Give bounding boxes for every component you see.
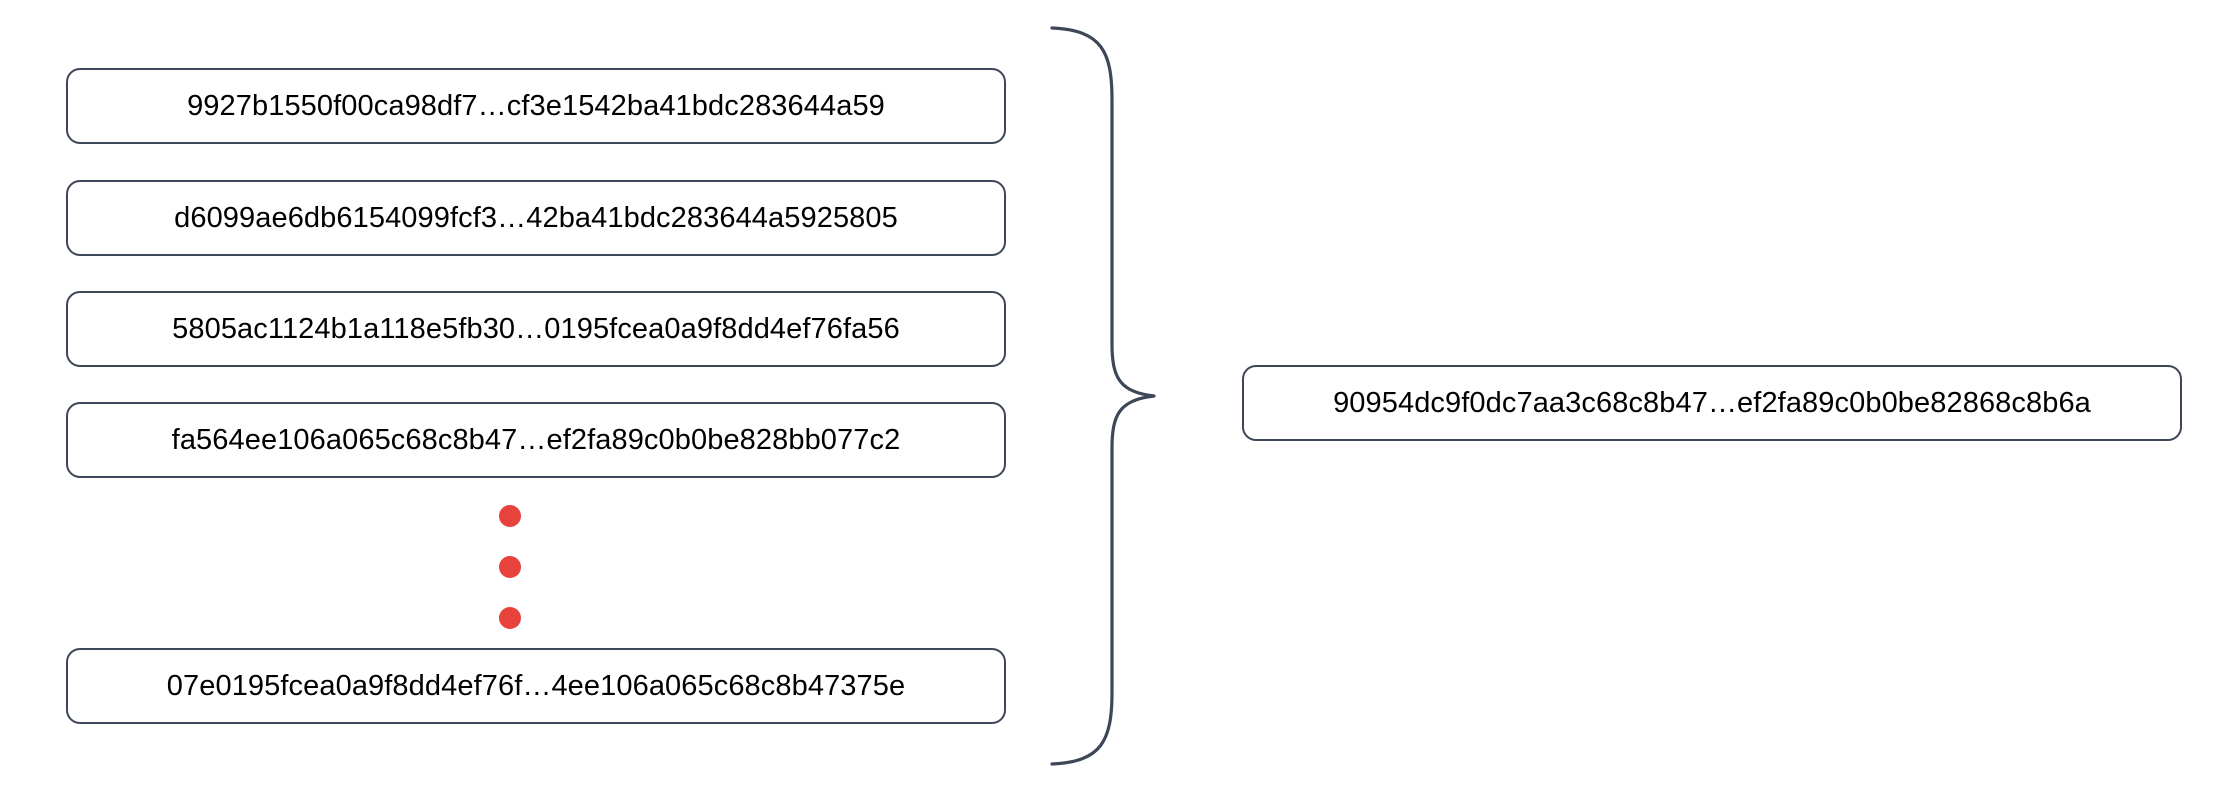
input-hash-label-n: 07e0195fcea0a9f8dd4ef76f…4ee106a065c68c8… (166, 669, 906, 702)
curly-brace-svg (1050, 26, 1156, 766)
curly-brace-icon (1050, 26, 1180, 766)
vertical-ellipsis-icon (496, 505, 524, 629)
input-hash-box-3[interactable]: 5805ac1124b1a118e5fb30…0195fcea0a9f8dd4e… (66, 291, 1006, 367)
input-hash-box-n[interactable]: 07e0195fcea0a9f8dd4ef76f…4ee106a065c68c8… (66, 648, 1006, 724)
input-hash-label-4: fa564ee106a065c68c8b47…ef2fa89c0b0be828b… (171, 423, 901, 456)
input-hash-box-4[interactable]: fa564ee106a065c68c8b47…ef2fa89c0b0be828b… (66, 402, 1006, 478)
output-hash-label: 90954dc9f0dc7aa3c68c8b47…ef2fa89c0b0be82… (1333, 386, 2091, 419)
input-hash-box-2[interactable]: d6099ae6db6154099fcf3…42ba41bdc283644a59… (66, 180, 1006, 256)
ellipsis-dot-2 (499, 556, 521, 578)
output-hash-box[interactable]: 90954dc9f0dc7aa3c68c8b47…ef2fa89c0b0be82… (1242, 365, 2182, 441)
input-hash-label-1: 9927b1550f00ca98df7…cf3e1542ba41bdc28364… (187, 89, 885, 122)
ellipsis-dot-1 (499, 505, 521, 527)
input-hash-label-2: d6099ae6db6154099fcf3…42ba41bdc283644a59… (174, 201, 898, 234)
input-hash-label-3: 5805ac1124b1a118e5fb30…0195fcea0a9f8dd4e… (172, 312, 900, 345)
ellipsis-dot-3 (499, 607, 521, 629)
input-hash-box-1[interactable]: 9927b1550f00ca98df7…cf3e1542ba41bdc28364… (66, 68, 1006, 144)
